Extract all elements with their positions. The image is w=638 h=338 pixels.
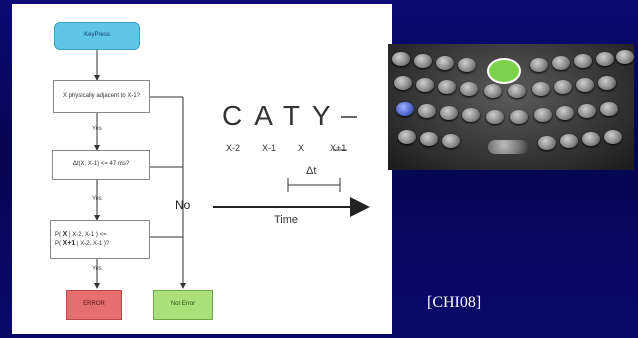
keyboard-key bbox=[508, 84, 526, 98]
keyboard-key bbox=[414, 54, 432, 68]
keyboard-key bbox=[460, 82, 478, 96]
keyboard-key bbox=[552, 56, 570, 70]
delta-t-label: Δt bbox=[306, 165, 317, 177]
prob-pre-2: P( bbox=[55, 240, 63, 247]
keyboard-key bbox=[534, 108, 552, 122]
keyboard-key bbox=[458, 58, 476, 72]
sub-x: X bbox=[298, 143, 305, 153]
keyboard-key bbox=[398, 130, 416, 144]
keyboard-key bbox=[486, 110, 504, 124]
yes-label-1: Yes bbox=[92, 126, 102, 132]
sub-x-plus-1: X+1 bbox=[330, 143, 347, 153]
time-question: Δt(X, X-1) <= 47 ms? bbox=[52, 150, 150, 180]
keyboard-photo bbox=[388, 44, 634, 170]
keypress-node: KeyPress bbox=[54, 22, 140, 50]
keyboard-key bbox=[438, 80, 456, 94]
time-label: Time bbox=[274, 214, 299, 226]
keyboard-key bbox=[462, 108, 480, 122]
prob-post-1: | X-2, X-1 ) <= bbox=[67, 232, 107, 239]
highlighted-key-marker bbox=[487, 58, 521, 84]
keyboard-key bbox=[532, 82, 550, 96]
keyboard-key bbox=[578, 104, 596, 118]
keyboard-key bbox=[394, 76, 412, 90]
no-label: No bbox=[175, 198, 191, 212]
keyboard-key bbox=[484, 84, 502, 98]
keyboard-key bbox=[576, 78, 594, 92]
keyboard-key bbox=[582, 132, 600, 146]
caty-letters: CATY bbox=[222, 100, 343, 131]
keyboard-key bbox=[556, 106, 574, 120]
keyboard-key bbox=[510, 110, 528, 124]
space-key bbox=[488, 140, 528, 154]
not-error-node: Not Error bbox=[153, 290, 213, 320]
keyboard-key bbox=[392, 52, 410, 66]
keyboard-key bbox=[420, 132, 438, 146]
keyboard-key bbox=[436, 56, 454, 70]
keyboard-key bbox=[416, 78, 434, 92]
keyboard-key-blue bbox=[396, 102, 414, 116]
keyboard-key bbox=[440, 106, 458, 120]
sub-x-minus-2: X-2 bbox=[226, 143, 241, 153]
prob-post-2: | X-2, X-1 )? bbox=[75, 240, 110, 247]
probability-line-2: P( X+1 | X-2, X-1 )? bbox=[55, 240, 109, 248]
error-node: ERROR bbox=[66, 290, 122, 320]
keyboard-key bbox=[538, 136, 556, 150]
probability-question: P( X | X-2, X-1 ) <= P( X+1 | X-2, X-1 )… bbox=[50, 220, 150, 259]
yes-label-3: Yes bbox=[92, 266, 102, 272]
keyboard-key bbox=[604, 130, 622, 144]
prob-bold-1: X bbox=[62, 231, 68, 239]
keyboard-key bbox=[598, 76, 616, 90]
probability-line-1: P( X | X-2, X-1 ) <= bbox=[55, 231, 107, 239]
keyboard-key bbox=[554, 80, 572, 94]
keyboard-key bbox=[574, 54, 592, 68]
keyboard-key bbox=[418, 104, 436, 118]
citation-label: [CHI08] bbox=[427, 294, 482, 311]
yes-label-2: Yes bbox=[92, 196, 102, 202]
prob-pre-1: P( bbox=[55, 232, 63, 239]
keyboard-key bbox=[442, 134, 460, 148]
keyboard-key bbox=[600, 102, 618, 116]
adjacency-question: X physically adjacent to X-1? bbox=[53, 80, 150, 113]
keyboard-key bbox=[530, 58, 548, 72]
keyboard-key bbox=[616, 50, 634, 64]
keyboard-key bbox=[560, 134, 578, 148]
prob-bold-2: X+1 bbox=[62, 239, 76, 247]
keyboard-key bbox=[596, 52, 614, 66]
sub-x-minus-1: X-1 bbox=[262, 143, 277, 153]
